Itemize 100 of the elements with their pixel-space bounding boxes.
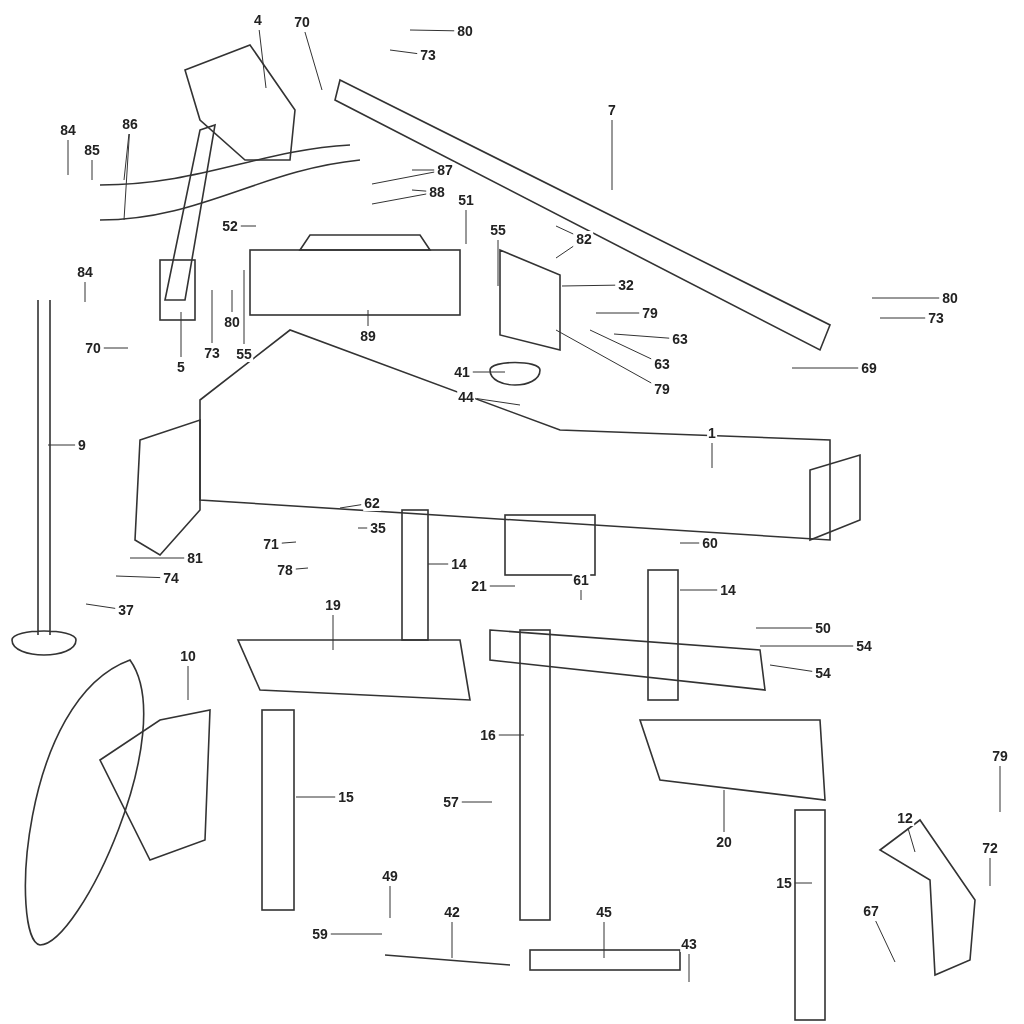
leader-line — [723, 789, 725, 833]
leader-line — [999, 765, 1001, 813]
leader-line — [330, 933, 383, 935]
callout-number: 52 — [221, 218, 239, 234]
callout-number: 88 — [428, 184, 446, 200]
callout-number: 19 — [324, 597, 342, 613]
callout-number: 69 — [860, 360, 878, 376]
leader-line — [879, 317, 926, 319]
callout-number: 10 — [179, 648, 197, 664]
callout-number: 62 — [363, 495, 381, 511]
callout-number: 1 — [707, 425, 717, 441]
leader-line — [389, 885, 391, 919]
leader-line — [332, 614, 334, 651]
callout-number: 80 — [941, 290, 959, 306]
leader-line — [759, 645, 854, 647]
callout-number: 51 — [457, 192, 475, 208]
leader-line — [371, 193, 427, 205]
callout-number: 4 — [253, 12, 263, 28]
leader-line — [589, 329, 652, 360]
leader-line — [103, 347, 129, 349]
leader-line — [465, 209, 467, 245]
leader-line — [371, 171, 435, 185]
callout-number: 84 — [76, 264, 94, 280]
callout-number: 82 — [575, 231, 593, 247]
callout-number: 59 — [311, 926, 329, 942]
callout-number: 54 — [855, 638, 873, 654]
callout-number: 61 — [572, 572, 590, 588]
leader-line — [755, 627, 813, 629]
leader-line — [611, 119, 613, 191]
leader-line — [989, 857, 991, 887]
leader-line — [555, 245, 574, 259]
callout-number: 49 — [381, 868, 399, 884]
leader-line — [907, 827, 916, 853]
leader-line — [603, 921, 605, 959]
leader-line — [115, 575, 161, 579]
callout-number: 79 — [653, 381, 671, 397]
callout-number: 63 — [671, 331, 689, 347]
callout-number: 63 — [653, 356, 671, 372]
callout-number: 57 — [442, 794, 460, 810]
callout-number: 44 — [457, 389, 475, 405]
callout-number: 70 — [293, 14, 311, 30]
callout-number: 81 — [186, 550, 204, 566]
leader-line — [129, 557, 185, 559]
leader-line — [91, 159, 93, 181]
leader-line — [295, 796, 336, 798]
callout-number: 12 — [896, 810, 914, 826]
leader-line — [451, 921, 453, 959]
leader-line — [411, 169, 435, 171]
callout-number: 73 — [927, 310, 945, 326]
leader-line — [85, 603, 116, 609]
leader-line — [497, 239, 499, 287]
callout-number: 5 — [176, 359, 186, 375]
callout-number: 7 — [607, 102, 617, 118]
leader-line — [67, 139, 69, 176]
callout-number: 78 — [276, 562, 294, 578]
leader-line — [791, 367, 859, 369]
callout-number: 73 — [419, 47, 437, 63]
callout-number: 16 — [479, 727, 497, 743]
callout-number: 80 — [456, 23, 474, 39]
callout-number: 80 — [223, 314, 241, 330]
callout-number: 85 — [83, 142, 101, 158]
leader-line — [472, 371, 506, 373]
leader-line — [555, 225, 574, 235]
callout-number: 50 — [814, 620, 832, 636]
leader-line — [389, 49, 418, 55]
leader-line — [123, 133, 130, 181]
leader-line — [769, 664, 813, 672]
leader-line — [258, 29, 267, 89]
callout-number: 35 — [369, 520, 387, 536]
callout-number: 20 — [715, 834, 733, 850]
leader-line — [240, 225, 257, 227]
callout-number: 89 — [359, 328, 377, 344]
leader-line — [711, 442, 713, 469]
callout-number: 72 — [981, 840, 999, 856]
leader-line — [357, 527, 368, 529]
callout-number: 55 — [489, 222, 507, 238]
callout-number: 67 — [862, 903, 880, 919]
leader-line — [295, 567, 309, 570]
callout-number: 45 — [595, 904, 613, 920]
callout-number: 74 — [162, 570, 180, 586]
leader-line — [580, 589, 582, 601]
leader-line — [339, 504, 362, 509]
callout-number: 41 — [453, 364, 471, 380]
leader-line — [187, 665, 189, 701]
callout-number: 15 — [775, 875, 793, 891]
callout-number: 42 — [443, 904, 461, 920]
callout-number: 79 — [991, 748, 1009, 764]
callout-number: 79 — [641, 305, 659, 321]
leader-line — [243, 269, 245, 345]
callout-number: 55 — [235, 346, 253, 362]
leader-line — [688, 953, 690, 983]
leader-line — [427, 563, 449, 565]
leader-line — [231, 289, 233, 313]
leader-line — [561, 284, 616, 287]
callout-number: 15 — [337, 789, 355, 805]
leader-line — [84, 281, 86, 303]
leader-line — [47, 444, 76, 446]
leader-line — [498, 734, 525, 736]
callout-number: 21 — [470, 578, 488, 594]
callout-number: 54 — [814, 665, 832, 681]
